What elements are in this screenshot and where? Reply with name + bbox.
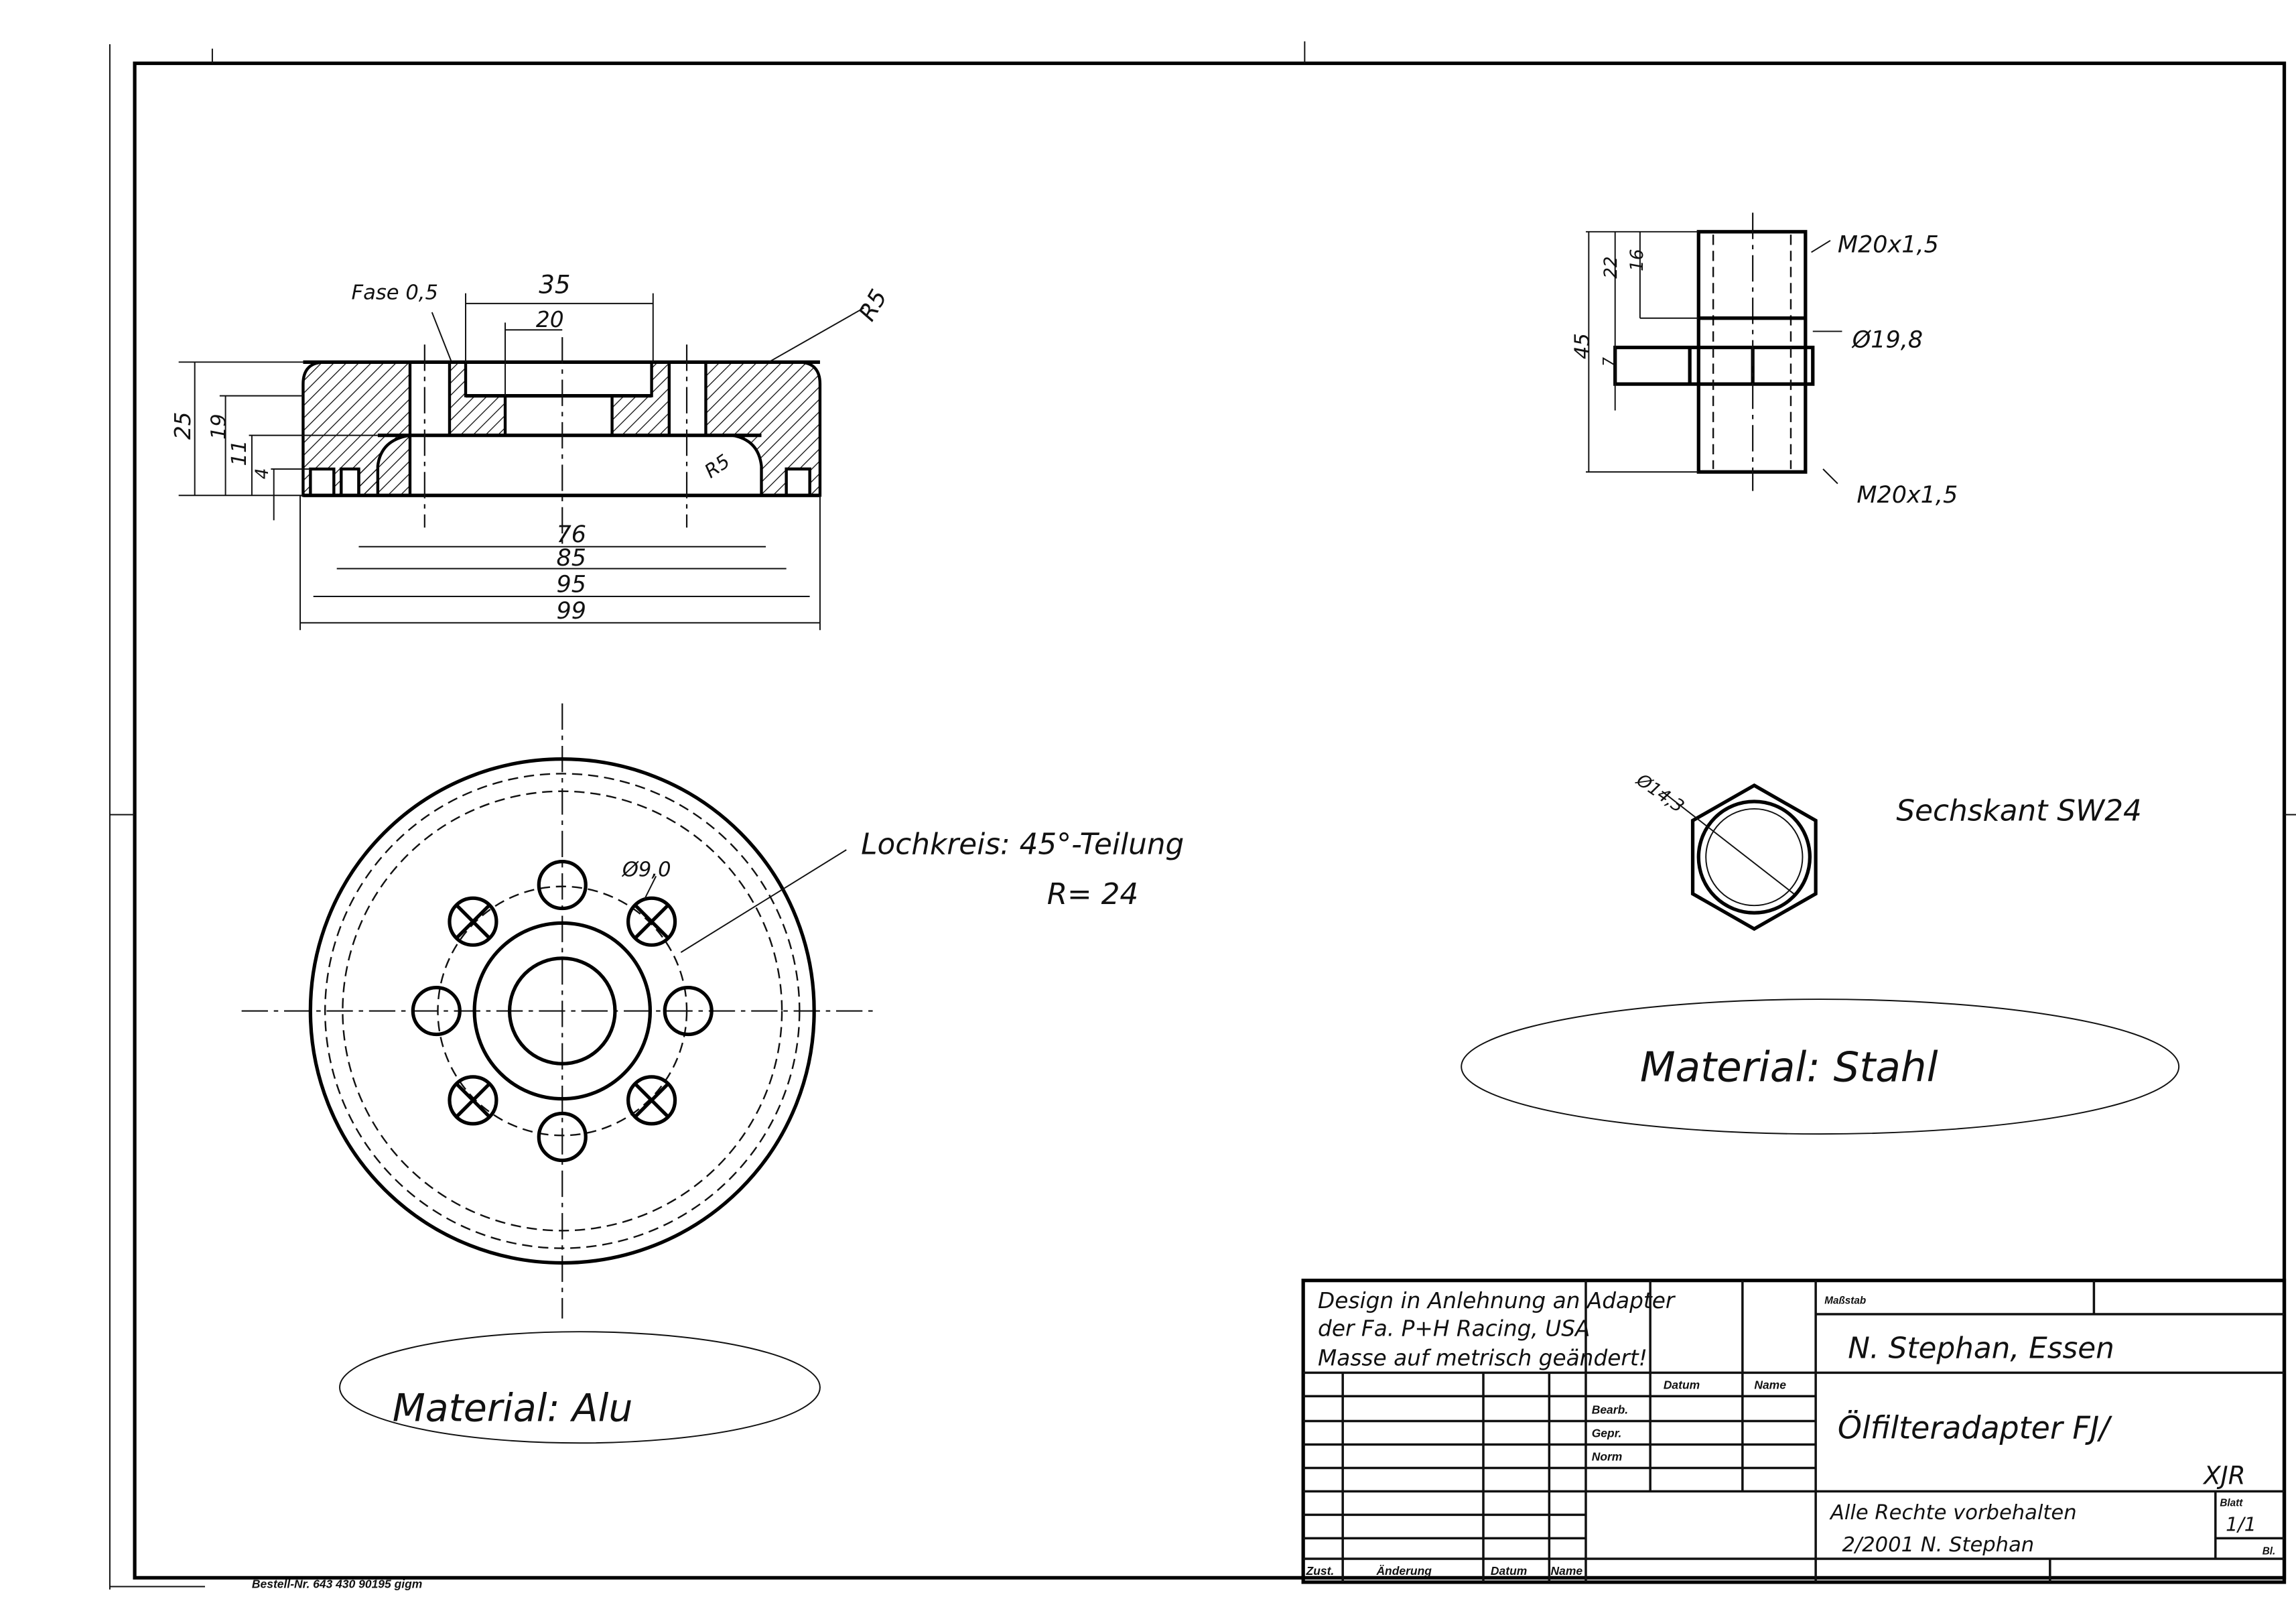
dim-4: 4 [253, 468, 273, 479]
section-view: Fase 0,5 35 20 R5 R5 25 19 11 4 76 85 95… [170, 271, 892, 631]
section-dimension-lines [178, 293, 864, 631]
material-stahl-label: Material: Stahl [1640, 1043, 1938, 1091]
footer-aenderung: Änderung [1375, 1564, 1432, 1578]
note-line-1: Design in Anlehnung an Adapter [1318, 1288, 1676, 1313]
bolt-circle-label: Lochkreis: 45°-Teilung [861, 828, 1184, 862]
dim-19: 19 [208, 413, 231, 440]
adapter-view: M20x1,5 Ø19,8 M20x1,5 45 22 16 7 [1570, 212, 1958, 509]
dim-95: 95 [557, 571, 586, 598]
material-ellipse-stahl [1461, 999, 2180, 1135]
dim-99: 99 [557, 598, 586, 625]
hex-diameter-label: Ø14,3 [1632, 770, 1688, 817]
bl-label: Bl. [2263, 1545, 2276, 1557]
bolt-circle-radius: R= 24 [1047, 877, 1139, 911]
dim-20: 20 [536, 307, 564, 332]
dim-22: 22 [1601, 256, 1621, 278]
footer-zust: Zust. [1306, 1564, 1335, 1578]
print-order-number: Bestell-Nr. 643 430 90195 gigm [252, 1578, 422, 1591]
thread-bottom-label: M20x1,5 [1856, 482, 1958, 509]
dim-25: 25 [170, 411, 196, 440]
hex-label: Sechskant SW24 [1896, 793, 2142, 828]
drawing-title-suffix: XJR [2202, 1461, 2245, 1490]
drawing-title: Ölfilteradapter FJ/ [1838, 1410, 2112, 1446]
row-bearb: Bearb. [1592, 1403, 1628, 1417]
diameter-label: Ø19,8 [1851, 326, 1923, 353]
dim-16: 16 [1627, 249, 1647, 271]
row-gepr: Gepr. [1592, 1427, 1622, 1440]
dim-r5-inner: R5 [701, 450, 734, 483]
rights-line-1: Alle Rechte vorbehalten [1829, 1501, 2077, 1525]
dim-7: 7 [1601, 357, 1618, 367]
section-hatched-body [301, 361, 822, 497]
header-name: Name [1754, 1378, 1786, 1391]
material-alu-label: Material: Alu [393, 1387, 633, 1431]
note-line-2: der Fa. P+H Racing, USA [1318, 1316, 1590, 1342]
dim-35: 35 [539, 271, 570, 300]
dim-45: 45 [1570, 333, 1594, 359]
blatt-value: 1/1 [2226, 1513, 2256, 1535]
dim-11: 11 [228, 440, 251, 466]
hex-view: Ø14,3 Sechskant SW24 Material: Stahl [1461, 770, 2180, 1135]
title-block: Design in Anlehnung an Adapter der Fa. P… [1301, 1279, 2287, 1584]
material-ellipse-alu [339, 1331, 821, 1444]
chamfer-label: Fase 0,5 [352, 281, 438, 304]
plan-view: Ø9,0 Lochkreis: 45°-Teilung R= 24 Materi… [241, 703, 1184, 1444]
author-label: N. Stephan, Essen [1848, 1332, 2114, 1366]
dim-85: 85 [557, 545, 586, 572]
bolt-holes [411, 859, 714, 1163]
footer-name: Name [1551, 1564, 1583, 1578]
row-norm: Norm [1592, 1450, 1623, 1464]
thread-top-label: M20x1,5 [1838, 231, 1939, 258]
rights-line-2: 2/2001 N. Stephan [1842, 1533, 2034, 1557]
massstab-label: Maßstab [1824, 1295, 1866, 1307]
dim-76: 76 [557, 521, 586, 548]
header-datum: Datum [1664, 1378, 1700, 1391]
dim-r5-outer: R5 [854, 285, 893, 326]
footer-datum: Datum [1491, 1564, 1527, 1578]
note-line-3: Masse auf metrisch geändert! [1318, 1345, 1647, 1370]
hole-diameter-label: Ø9,0 [621, 858, 671, 881]
blatt-label: Blatt [2220, 1497, 2243, 1509]
sheet-frame [109, 41, 2296, 1590]
